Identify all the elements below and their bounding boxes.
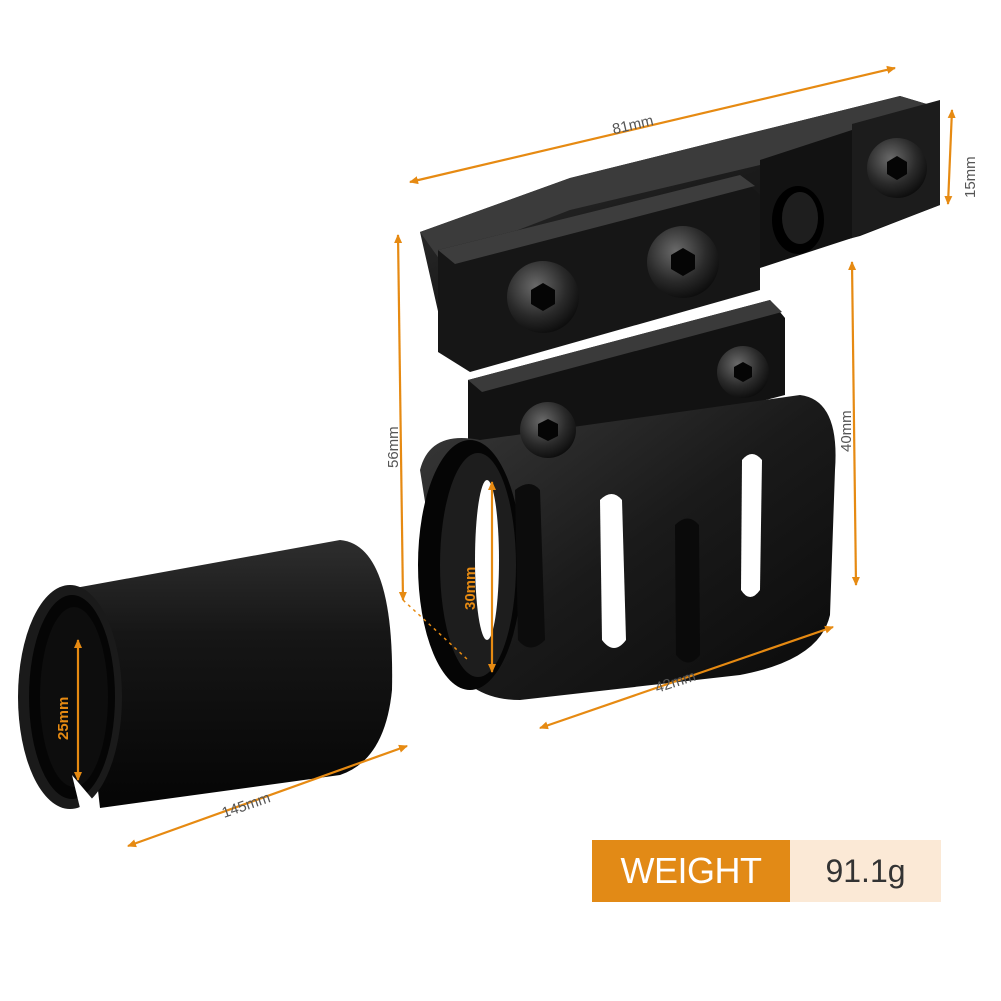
weight-value: 91.1g	[790, 840, 941, 902]
mount-body	[418, 96, 940, 700]
weight-label: WEIGHT	[592, 840, 790, 902]
dim-label-40mm: 40mm	[838, 410, 855, 452]
hex-screw-4	[520, 402, 576, 458]
reducer-sleeve	[18, 540, 393, 809]
dim-label-15mm: 15mm	[962, 156, 979, 198]
hex-screw-3	[717, 346, 769, 398]
dim-label-30mm: 30mm	[462, 567, 479, 610]
hex-screw-2	[647, 226, 719, 298]
dim-label-56mm: 56mm	[385, 426, 402, 468]
dim-label-81mm: 81mm	[611, 112, 655, 138]
dimension-lines	[74, 65, 956, 848]
weight-badge: WEIGHT 91.1g	[592, 840, 941, 902]
hex-screw-5	[867, 138, 927, 198]
dim-label-145mm: 145mm	[220, 789, 273, 821]
dim-label-25mm: 25mm	[55, 697, 72, 740]
hex-screw-1	[507, 261, 579, 333]
